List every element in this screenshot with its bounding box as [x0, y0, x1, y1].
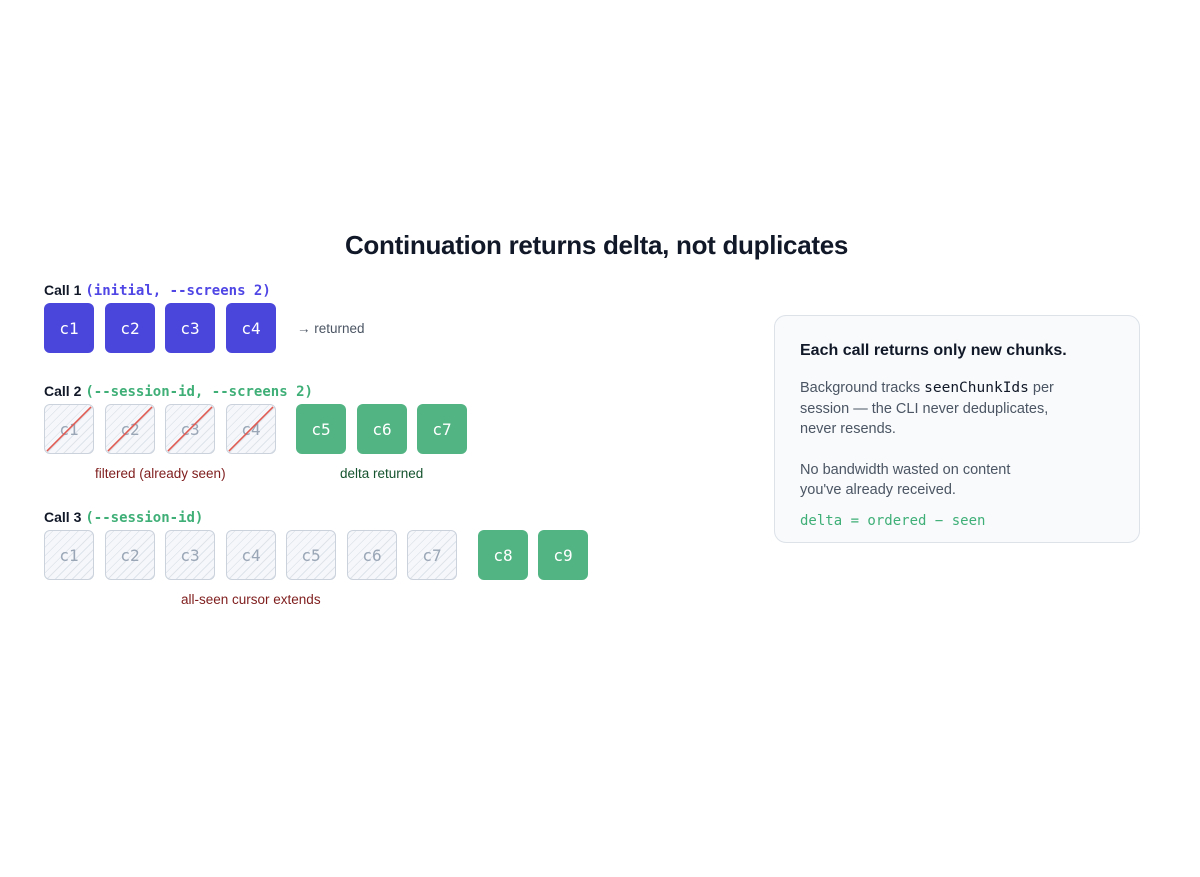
- chunk-c1-filtered-label: c1: [59, 419, 79, 439]
- call-1-label: Call 1: [44, 282, 82, 298]
- chunk-c7-delta: c7: [417, 404, 467, 454]
- row-label-call-3: Call 3(--session-id): [44, 509, 203, 526]
- call-3-label: Call 3: [44, 509, 82, 525]
- card-paragraph-bandwidth: No bandwidth wasted on content you've al…: [800, 461, 1011, 499]
- card-p1-after: per session — the CLI never deduplicates…: [800, 380, 1054, 437]
- seen-chunk-ids-code: seenChunkIds: [924, 380, 1029, 396]
- chunk-c3-filtered: c3: [165, 404, 215, 454]
- returned-note: → returned: [297, 321, 365, 336]
- all-seen-note: all-seen cursor extends: [181, 592, 321, 607]
- card-paragraph-tracking: Background tracks seenChunkIds per sessi…: [800, 378, 1070, 440]
- filtered-note: filtered (already seen): [95, 466, 226, 481]
- call-2-args: (--session-id, --screens 2): [85, 384, 313, 400]
- chunk-c3-filtered-label: c3: [180, 419, 200, 439]
- chunk-c4-seen: c4: [226, 530, 276, 580]
- chunk-c4-returned: c4: [226, 303, 276, 353]
- chunk-c3-seen: c3: [165, 530, 215, 580]
- chunk-c1-returned: c1: [44, 303, 94, 353]
- chunk-c8-delta: c8: [478, 530, 528, 580]
- call-1-args: (initial, --screens 2): [85, 283, 271, 299]
- chunk-c7-seen: c7: [407, 530, 457, 580]
- diagram-title: Continuation returns delta, not duplicat…: [344, 230, 849, 260]
- chunk-c4-filtered-label: c4: [241, 419, 261, 439]
- chunk-c2-filtered-label: c2: [120, 419, 140, 439]
- chunk-c9-delta: c9: [538, 530, 588, 580]
- call-2-label: Call 2: [44, 383, 82, 399]
- chunk-c2-returned: c2: [105, 303, 155, 353]
- chunk-c4-filtered: c4: [226, 404, 276, 454]
- chunk-c6-seen: c6: [347, 530, 397, 580]
- chunk-c5-delta: c5: [296, 404, 346, 454]
- chunk-c1-filtered: c1: [44, 404, 94, 454]
- chunk-c5-seen: c5: [286, 530, 336, 580]
- call-3-args: (--session-id): [85, 510, 204, 526]
- chunk-c1-seen: c1: [44, 530, 94, 580]
- chunk-c3-returned: c3: [165, 303, 215, 353]
- chunk-c2-filtered: c2: [105, 404, 155, 454]
- row-label-call-1: Call 1(initial, --screens 2): [44, 282, 271, 299]
- delta-returned-note: delta returned: [340, 466, 424, 481]
- explanation-card: Each call returns only new chunks. Backg…: [774, 315, 1140, 543]
- chunk-c6-delta: c6: [357, 404, 407, 454]
- card-heading: Each call returns only new chunks.: [800, 342, 1067, 359]
- card-p1-before: Background tracks: [800, 380, 925, 396]
- chunk-c2-seen: c2: [105, 530, 155, 580]
- delta-formula: delta = ordered − seen: [800, 512, 986, 529]
- row-label-call-2: Call 2(--session-id, --screens 2): [44, 383, 313, 400]
